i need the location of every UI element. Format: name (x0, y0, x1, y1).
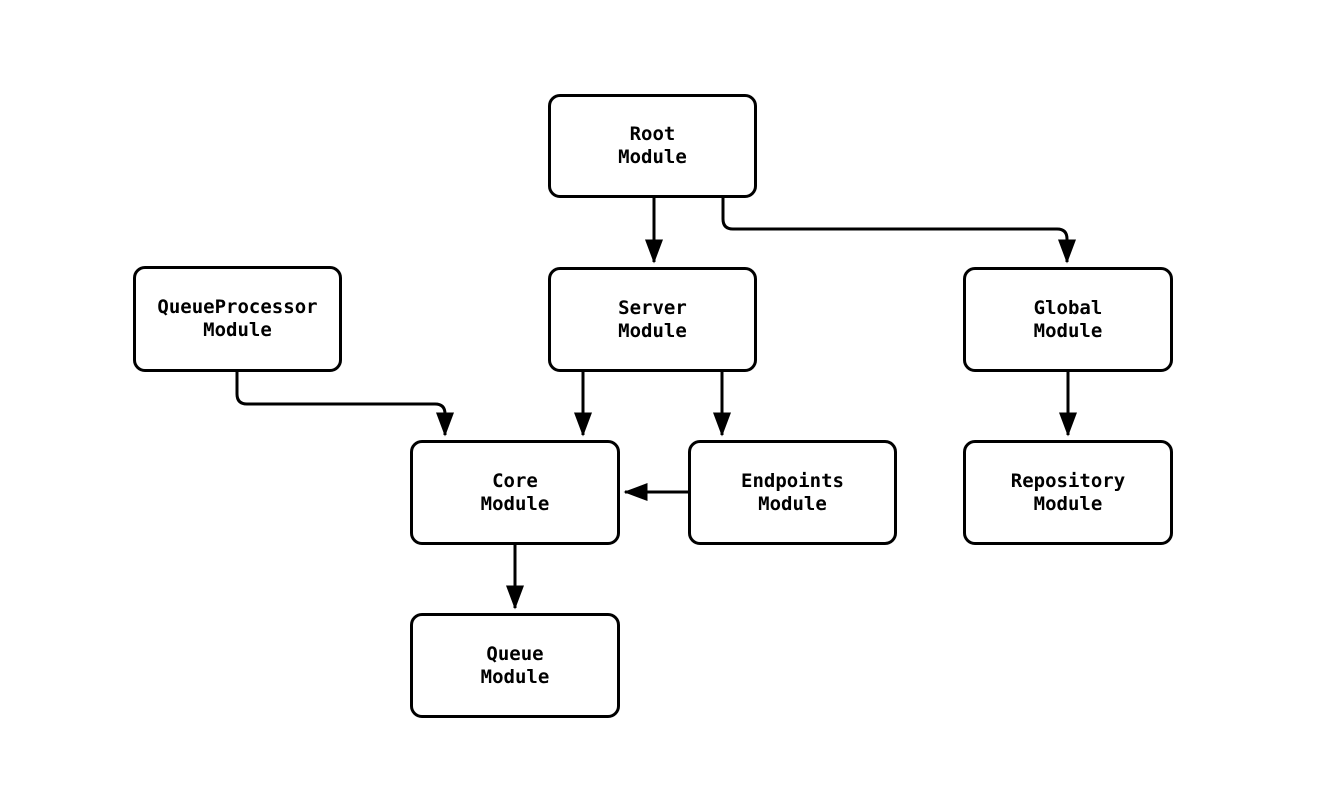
node-label-line1: Queue (486, 642, 544, 665)
edge-queueprocessor-to-core (235, 372, 454, 437)
node-label-line1: Server (618, 296, 687, 319)
node-root-module: Root Module (548, 94, 757, 198)
node-label-line1: Global (1033, 296, 1103, 319)
node-label-line2: Module (1033, 319, 1103, 342)
node-label-line2: Module (618, 146, 687, 168)
node-label-line2: Module (758, 492, 827, 515)
node-repository-module: Repository Module (963, 440, 1173, 545)
node-label-line2: Module (618, 319, 687, 342)
node-global-module: Global Module (963, 267, 1173, 372)
node-server-module: Server Module (548, 267, 757, 372)
node-label-line2: Module (203, 319, 272, 341)
node-endpoints-module: Endpoints Module (688, 440, 897, 545)
edge-root-to-global (721, 198, 1076, 264)
node-label-line1: Endpoints (741, 469, 844, 492)
node-queueprocessor-module: QueueProcessor Module (133, 266, 342, 372)
node-label-line1: Repository (1010, 469, 1126, 492)
node-label-line2: Module (480, 492, 550, 515)
node-core-module: Core Module (410, 440, 620, 545)
node-queue-module: Queue Module (410, 613, 620, 718)
node-label-line1: QueueProcessor (157, 296, 318, 318)
node-label-line2: Module (1033, 492, 1103, 515)
node-label-line1: Root (629, 123, 676, 145)
node-label-line2: Module (480, 665, 550, 688)
node-label-line1: Core (492, 469, 538, 492)
